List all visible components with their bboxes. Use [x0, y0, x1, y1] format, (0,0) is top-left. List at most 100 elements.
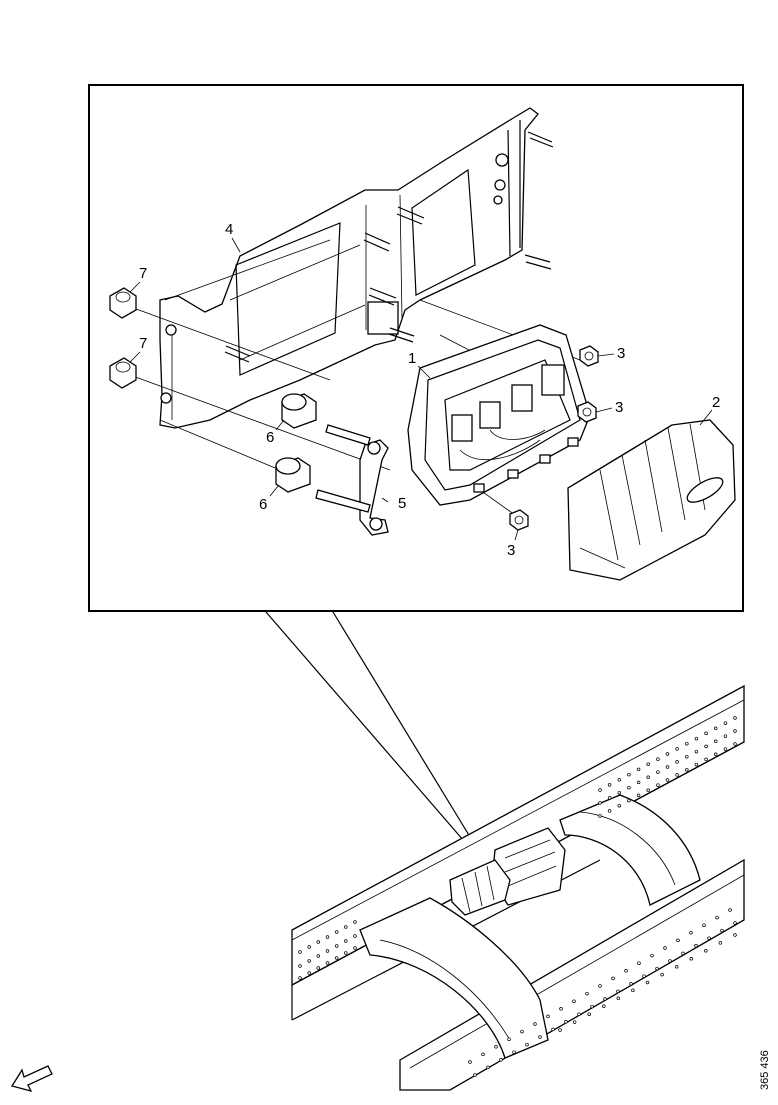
- reference-id: 365 436: [759, 1050, 771, 1090]
- bracket-studs: [224, 131, 554, 363]
- rail-hole: [564, 1020, 568, 1024]
- rail-hole: [616, 996, 621, 1001]
- rail-hole: [733, 933, 737, 937]
- rail-hole: [627, 785, 631, 790]
- rail-hole: [718, 941, 723, 945]
- direction-arrow-icon: [10, 1065, 53, 1092]
- callout-4: 4: [225, 221, 233, 238]
- control-unit-cover: [567, 419, 736, 581]
- rail-hole: [713, 739, 718, 744]
- rail-hole: [646, 762, 650, 767]
- rail-hole: [481, 1052, 485, 1057]
- rail-hole: [353, 920, 357, 924]
- rail-hole: [607, 796, 612, 800]
- rail-hole: [663, 946, 667, 950]
- rail-hole: [298, 964, 302, 968]
- rail-hole: [325, 949, 330, 953]
- rail-hole: [344, 925, 348, 929]
- rail-hole: [507, 1037, 511, 1041]
- rail-hole: [681, 951, 685, 956]
- callout-2: 2: [712, 394, 720, 411]
- rail-hole: [655, 966, 659, 971]
- rail-hole: [637, 961, 641, 965]
- rail-hole: [656, 757, 660, 761]
- rail-hole: [646, 775, 650, 780]
- rail-hole: [344, 951, 348, 955]
- rail-hole: [636, 780, 641, 785]
- rail-hole: [694, 749, 699, 754]
- rail-hole: [704, 731, 708, 736]
- rail-hole: [598, 801, 602, 805]
- nut-upper: [579, 345, 599, 367]
- callout-5: 5: [398, 495, 406, 512]
- spacer-lower: [275, 457, 311, 493]
- rail-hole: [298, 950, 302, 954]
- bush-lower: [109, 357, 137, 389]
- rail-hole: [694, 736, 699, 741]
- rail-hole: [316, 966, 321, 970]
- rail-hole: [694, 762, 699, 767]
- rail-hole: [668, 959, 672, 963]
- rail-hole: [627, 798, 631, 803]
- chassis-frame: [291, 684, 745, 1091]
- rail-hole: [617, 803, 622, 808]
- rail-hole: [675, 747, 679, 751]
- rail-hole: [689, 957, 694, 961]
- callout-7-upper: 7: [139, 265, 147, 282]
- rail-hole: [665, 778, 670, 782]
- rail-hole: [704, 757, 708, 762]
- rail-hole: [577, 1012, 581, 1016]
- rail-hole: [702, 923, 706, 927]
- callout-1: 1: [408, 350, 416, 367]
- rail-hole: [525, 1042, 529, 1047]
- rail-hole: [344, 939, 348, 943]
- rail-hole: [715, 915, 719, 920]
- rail-hole: [617, 777, 622, 782]
- callout-7-lower: 7: [139, 335, 147, 352]
- rail-hole: [558, 1028, 562, 1032]
- rail-hole: [723, 747, 728, 751]
- rail-hole: [316, 940, 321, 944]
- rail-hole: [704, 949, 708, 953]
- rail-hole: [689, 931, 693, 935]
- rail-hole: [675, 773, 679, 777]
- rail-hole: [733, 921, 737, 925]
- rail-hole: [298, 976, 302, 980]
- rail-hole: [707, 936, 711, 940]
- callouts: 1 2 3 3 3 4 5 6 6 7 7: [129, 221, 720, 559]
- rail-hole: [713, 752, 718, 757]
- rail-hole: [587, 1012, 591, 1016]
- rail-hole: [733, 742, 737, 746]
- rail-hole: [325, 961, 330, 965]
- spacer-upper: [281, 393, 317, 429]
- rail-hole: [316, 954, 321, 958]
- rail-hole: [598, 814, 602, 818]
- rail-hole: [590, 1004, 594, 1009]
- rail-hole: [468, 1060, 472, 1064]
- rail-hole: [607, 783, 612, 787]
- rail-hole: [486, 1065, 490, 1070]
- rail-hole: [533, 1022, 537, 1026]
- rail-hole: [334, 944, 339, 948]
- bracket-plate: [159, 107, 539, 429]
- rail-hole: [629, 982, 633, 986]
- rail-hole: [603, 997, 607, 1001]
- callout-6-upper: 6: [266, 429, 274, 446]
- rail-hole: [733, 716, 737, 720]
- rail-hole: [611, 976, 615, 981]
- rail-hole: [616, 989, 620, 994]
- rail-hole: [627, 772, 631, 777]
- rail-hole: [685, 754, 689, 759]
- rail-hole: [559, 1007, 563, 1011]
- nut-lower: [509, 509, 529, 531]
- rail-hole: [723, 721, 728, 725]
- rail-hole: [617, 790, 622, 795]
- rail-hole: [646, 788, 650, 793]
- rail-hole: [656, 783, 660, 787]
- callout-3-lower: 3: [507, 542, 515, 559]
- rail-hole: [694, 944, 698, 948]
- rail-hole: [585, 991, 589, 996]
- bush-upper: [109, 287, 137, 319]
- rail-hole: [704, 744, 708, 749]
